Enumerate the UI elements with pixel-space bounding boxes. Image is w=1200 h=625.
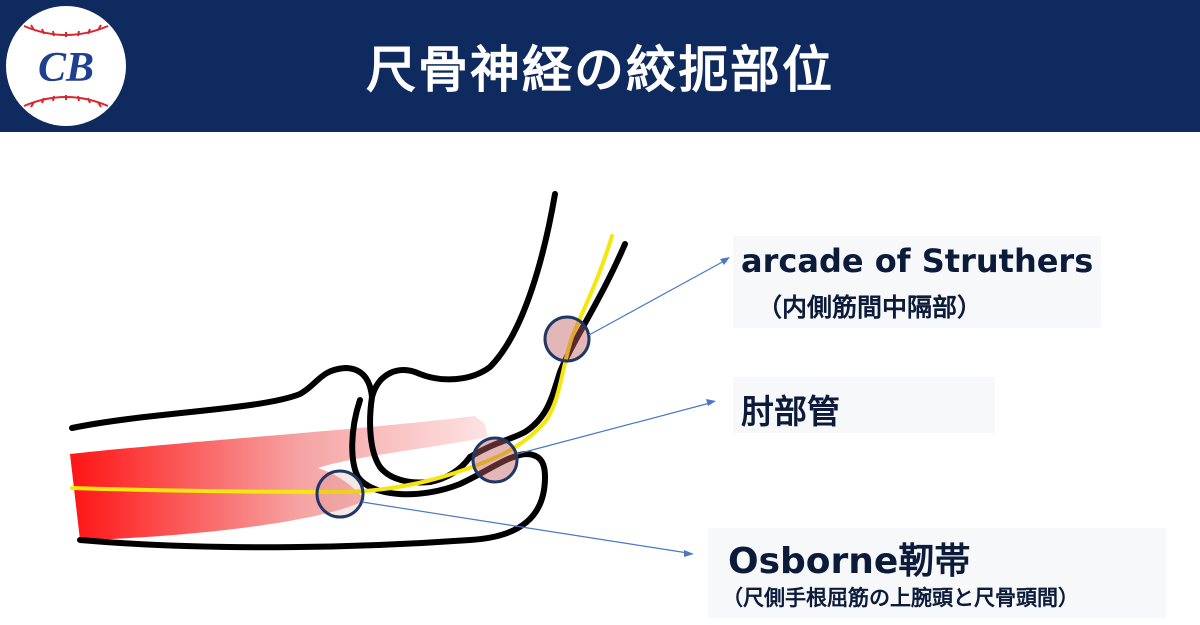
label-main: arcade of Struthers [741, 242, 1094, 280]
humerus-outline [367, 191, 558, 470]
ulnar-nerve [70, 234, 614, 495]
leader-line-osborne [361, 501, 694, 557]
logo-letters: CB [38, 45, 94, 91]
upper-arm-outline [69, 364, 375, 431]
baseball-stitch-icon [23, 24, 109, 108]
compression-marker-osborne [315, 469, 365, 519]
leader-line-struthers [588, 257, 730, 336]
arrowhead-icon [720, 257, 730, 265]
humerus-lower-outline [467, 241, 628, 460]
label-arcade-of-struthers: arcade of Struthers （内側筋間中隔部） [733, 236, 1101, 328]
header-banner: CB 尺骨神経の絞扼部位 [0, 0, 1200, 132]
arrowhead-icon [706, 399, 716, 406]
label-osborne-ligament: Osborne靭帯 （尺側手根屈筋の上腕頭と尺骨頭間） [708, 528, 1166, 618]
baseball-logo: CB [6, 6, 126, 126]
label-main: 肘部管 [741, 392, 840, 431]
medial-epicondyle-outline [377, 454, 473, 486]
label-cubital-tunnel: 肘部管 [733, 377, 995, 433]
arrowhead-icon [684, 550, 694, 557]
compression-marker-cubital-tunnel [471, 436, 519, 484]
label-sub: （内側筋間中隔部） [757, 293, 983, 322]
baseball-ball-icon [6, 6, 126, 126]
leader-line-cubital-tunnel [516, 399, 716, 455]
elbow-diagram [0, 132, 1200, 625]
label-sub: （尺側手根屈筋の上腕頭と尺骨頭間） [722, 586, 1079, 610]
flexor-carpi-ulnaris-muscle [70, 416, 488, 540]
page-title: 尺骨神経の絞扼部位 [366, 41, 834, 99]
compression-marker-struthers [543, 315, 591, 363]
olecranon-outline [77, 397, 548, 551]
label-main: Osborne靭帯 [728, 541, 971, 582]
